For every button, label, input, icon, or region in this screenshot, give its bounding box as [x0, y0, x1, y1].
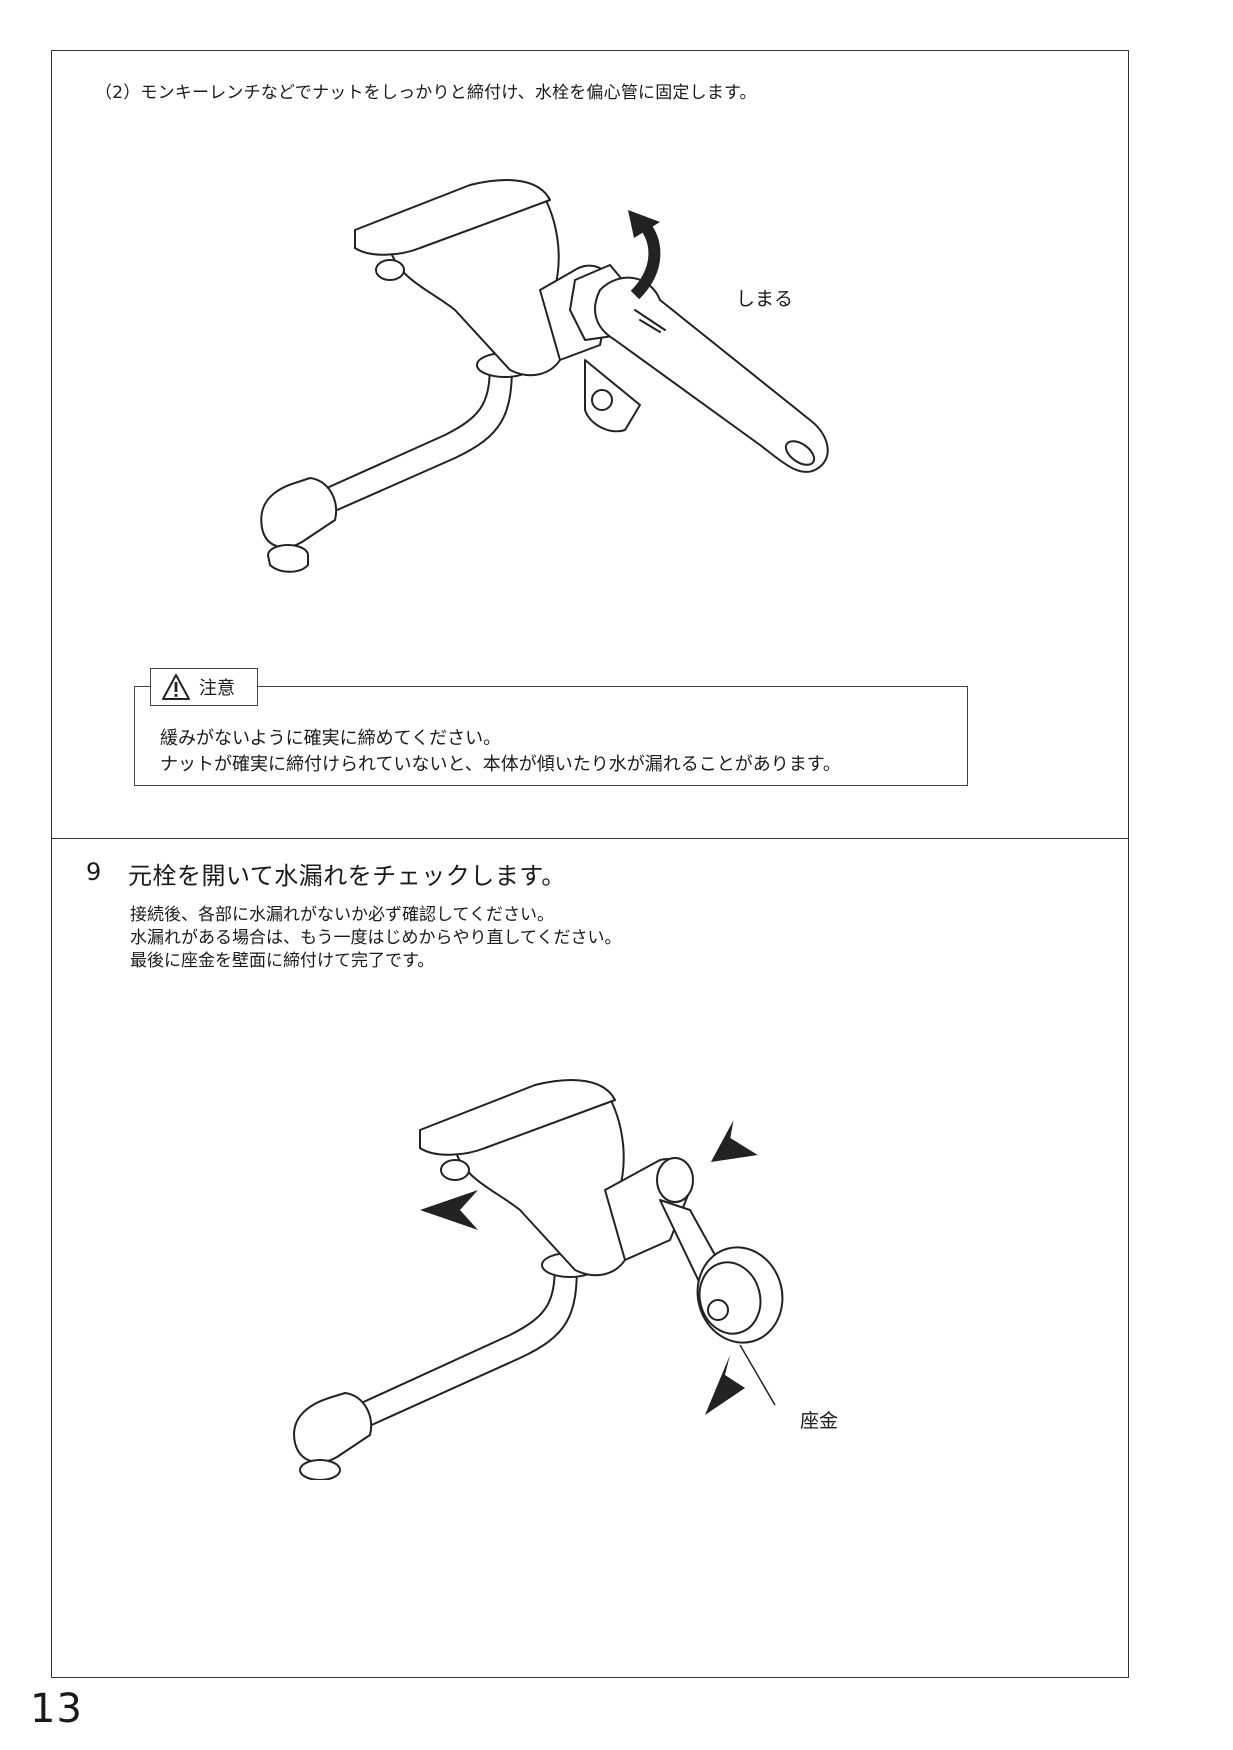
step-line: 最後に座金を壁面に締付けて完了です。: [130, 951, 435, 971]
warning-icon: [162, 674, 190, 700]
caution-title: 注意: [199, 678, 235, 699]
faucet-leak-check-illustration: [293, 1079, 784, 1480]
instruction-text: （2）モンキーレンチなどでナットをしっかりと締付け、水栓を偏心管に固定します。: [95, 83, 757, 103]
caution-header: 注意: [150, 668, 258, 706]
caution-line: 緩みがないように確実に締めてください。: [160, 728, 502, 749]
washer-label: 座金: [800, 1410, 839, 1432]
page-number: 13: [30, 1686, 83, 1732]
step-number: 9: [86, 858, 102, 886]
step-description: 接続後、各部に水漏れがないか必ず確認してください。 水漏れがある場合は、もう一度…: [130, 904, 621, 973]
page-frame: [51, 50, 1129, 1678]
step-line: 水漏れがある場合は、もう一度はじめからやり直してください。: [130, 928, 622, 948]
caution-text: 緩みがないように確実に締めてください。 ナットが確実に締付けられていないと、本体…: [160, 726, 841, 778]
caution-box: [134, 686, 968, 786]
step-title: 元栓を開いて水漏れをチェックします。: [128, 862, 566, 890]
caution-line: ナットが確実に締付けられていないと、本体が傾いたり水が漏れることがあります。: [160, 754, 841, 775]
section-divider: [51, 838, 1129, 839]
tighten-label: しまる: [736, 288, 794, 310]
faucet-wrench-illustration: [260, 179, 829, 573]
step-line: 接続後、各部に水漏れがないか必ず確認してください。: [130, 905, 554, 925]
